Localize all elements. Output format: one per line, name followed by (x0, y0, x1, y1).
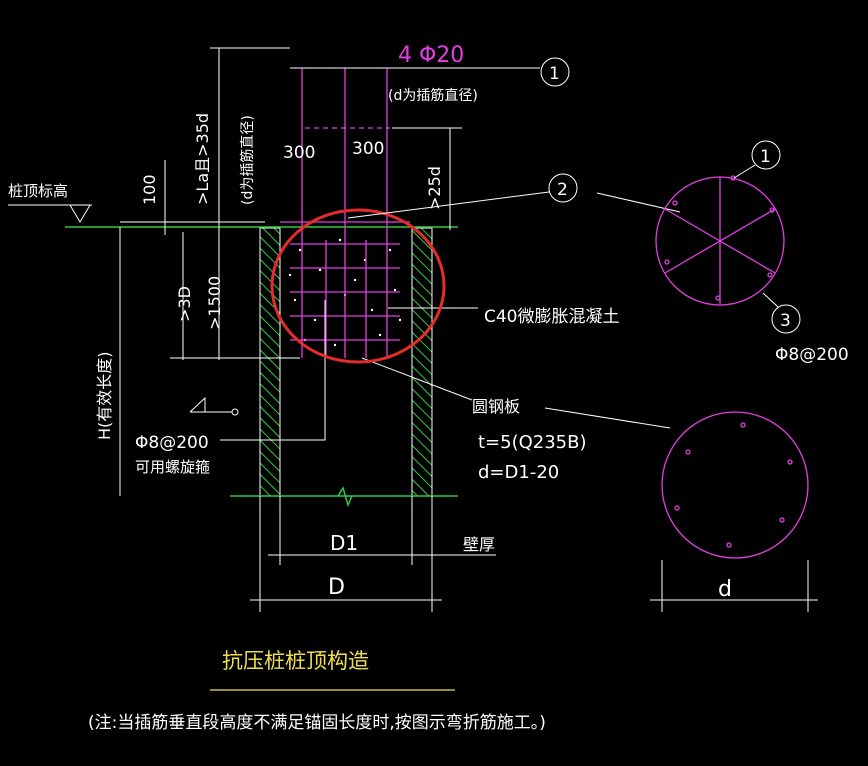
wall-thickness-label: 壁厚 (463, 535, 495, 554)
spacing-left-label: 300 (283, 143, 315, 163)
steel-plate-label: 圆钢板 (472, 397, 520, 416)
elevation-symbol (69, 204, 91, 223)
callout-2-arrow-right (596, 192, 681, 213)
highlight-circle (270, 208, 446, 364)
rebar-top-note: (d为插筋直径) (388, 87, 478, 104)
section-circle-lower (661, 411, 809, 559)
concrete-label: C40微膨胀混凝土 (484, 307, 620, 327)
callout-2-label: 2 (557, 180, 568, 200)
drawing-note: (注:当插筋垂直段高度不满足锚固长度时,按图示弯折筋施工。) (88, 713, 546, 733)
steel-plate-d: d=D1-20 (478, 462, 559, 483)
callout-3-circle (771, 304, 801, 334)
effective-length-label: H(有效长度) (95, 351, 114, 440)
anchorage-vertical-note: (d为插筋直径) (239, 115, 256, 205)
dim-3d-label: >3D (175, 286, 194, 322)
dim-D1-label: D1 (330, 531, 358, 555)
steel-plate-arrow (544, 407, 671, 429)
dim-100-label: 100 (140, 174, 159, 205)
steel-plate-t: t=5(Q235B) (478, 432, 587, 453)
stirrup-leader (220, 300, 326, 441)
break-symbol (337, 486, 353, 508)
steel-plate-leader (361, 357, 473, 401)
section-mark (189, 396, 206, 413)
section-callout-1-circle (751, 140, 781, 170)
callout-1-circle (540, 57, 570, 87)
pile-wall-right (411, 227, 433, 497)
dim-25d-label: >25d (425, 166, 444, 210)
pile-top-elevation-label: 桩顶标高 (8, 182, 68, 200)
concrete-fill (282, 232, 410, 357)
stirrup-label: Φ8@200 (135, 433, 209, 453)
pile-wall-left (259, 227, 281, 497)
section-dim-d-label: d (718, 577, 732, 602)
section-stirrup-label: Φ8@200 (775, 345, 849, 365)
stirrup-note: 可用螺旋箍 (135, 458, 210, 476)
callout-1-label: 1 (549, 64, 560, 84)
anchorage-vertical-label: >La且>35d (193, 113, 212, 205)
rebar-group (280, 68, 410, 358)
callout-2-circle (548, 173, 578, 203)
rebar-top-label: 4 Φ20 (398, 43, 464, 68)
callout-3-label: 3 (780, 311, 791, 331)
callout-2-leader (347, 191, 550, 219)
drawing-title: 抗压桩桩顶构造 (222, 649, 369, 673)
dim-1500-label: >1500 (205, 276, 224, 330)
spacing-right-label: 300 (352, 139, 384, 159)
section-callout-1-label: 1 (760, 147, 771, 167)
dim-D-label: D (328, 575, 345, 600)
